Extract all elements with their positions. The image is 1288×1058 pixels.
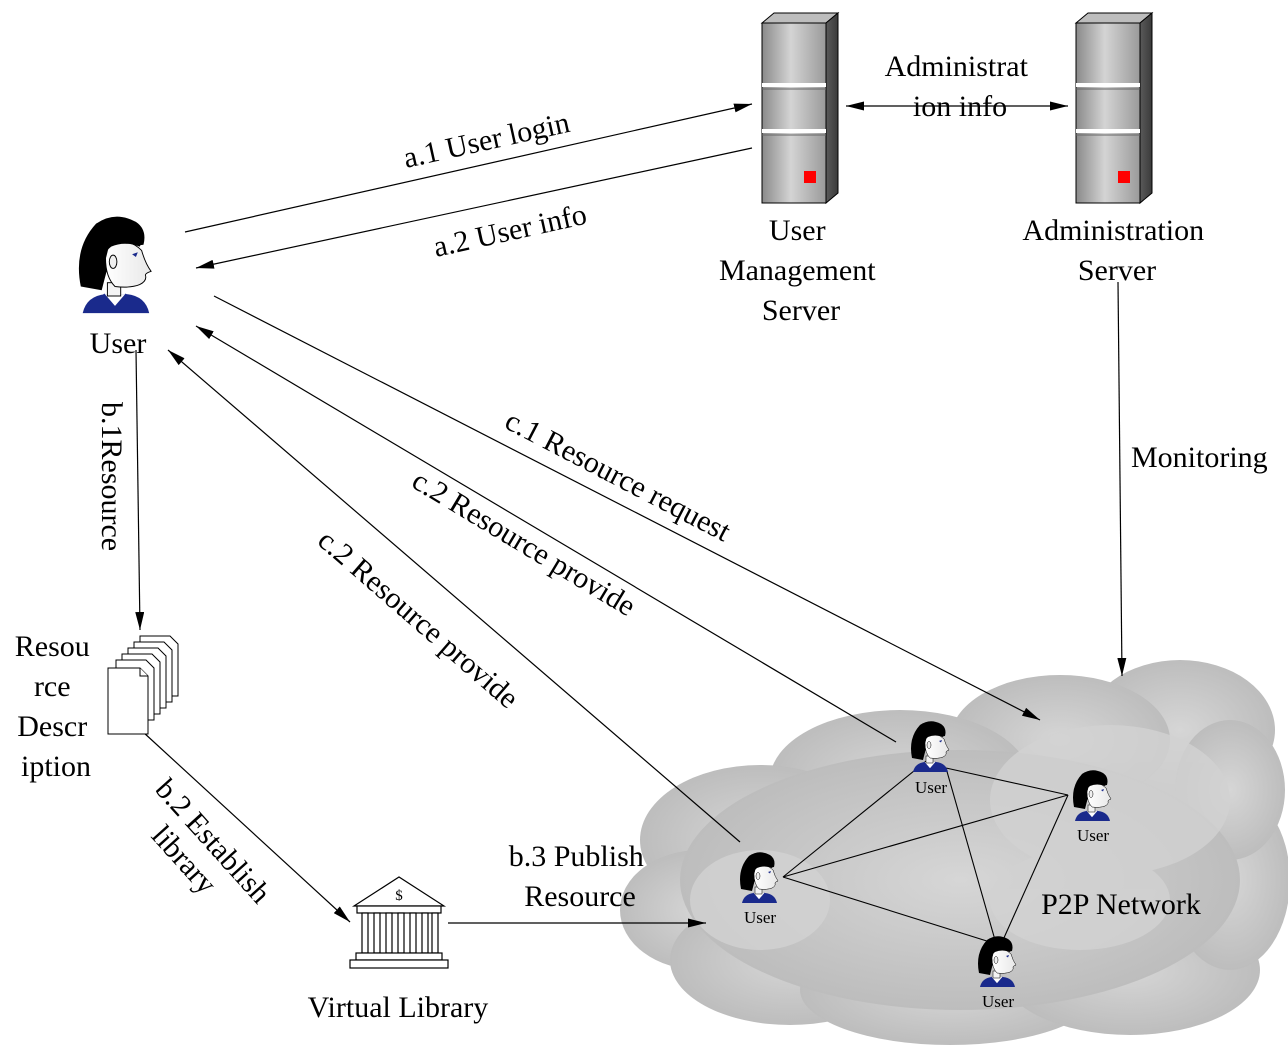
administration-server-icon xyxy=(1074,11,1154,205)
p2p-user-top-label: User xyxy=(915,778,947,797)
edge-c1-label: c.1 Resource request xyxy=(500,404,737,549)
edge-b2-establish-library xyxy=(142,731,351,923)
edge-b1-resource xyxy=(135,349,145,631)
p2p-network-label: P2P Network xyxy=(1041,888,1201,921)
svg-text:$: $ xyxy=(395,888,403,904)
user-main-label: User xyxy=(90,327,147,360)
edge-a2-user-info xyxy=(195,147,753,269)
document-stack-icon xyxy=(107,635,179,735)
edge-c1-resource-request xyxy=(213,295,1041,721)
p2p-mesh-links xyxy=(782,757,1069,943)
edge-monitoring-label: Monitoring xyxy=(1131,441,1268,474)
bank-library-icon: $ xyxy=(349,876,449,969)
edge-b3-label: b.3 Publish Resource xyxy=(509,840,652,913)
resource-description-label: Resou rce Descr iption xyxy=(15,630,98,783)
edge-a1-user-login xyxy=(184,103,753,233)
edge-monitoring xyxy=(1117,281,1127,677)
edge-b2-label: b.2 Establish library xyxy=(124,773,283,939)
user-management-server-icon xyxy=(760,11,840,205)
administration-server-label: Administration Server xyxy=(1022,214,1211,287)
edge-b1-label: b.1Resource xyxy=(95,402,128,551)
edge-admin-info-label: Administrat ion info xyxy=(885,50,1036,123)
edge-c2-resource-provide-a xyxy=(195,325,897,743)
edge-c2b-label: c.2 Resource provide xyxy=(311,523,524,715)
user-management-server-label: User Management Server xyxy=(719,214,883,327)
p2p-user-bottom-label: User xyxy=(982,992,1014,1011)
edge-c2-resource-provide-b xyxy=(167,349,741,843)
p2p-cloud xyxy=(620,660,1288,1045)
p2p-user-right-label: User xyxy=(1077,826,1109,845)
p2p-user-left-label: User xyxy=(744,908,776,927)
edge-a2-label: a.2 User info xyxy=(430,198,589,264)
virtual-library-label: Virtual Library xyxy=(308,991,489,1024)
user-main-figure xyxy=(77,215,153,315)
